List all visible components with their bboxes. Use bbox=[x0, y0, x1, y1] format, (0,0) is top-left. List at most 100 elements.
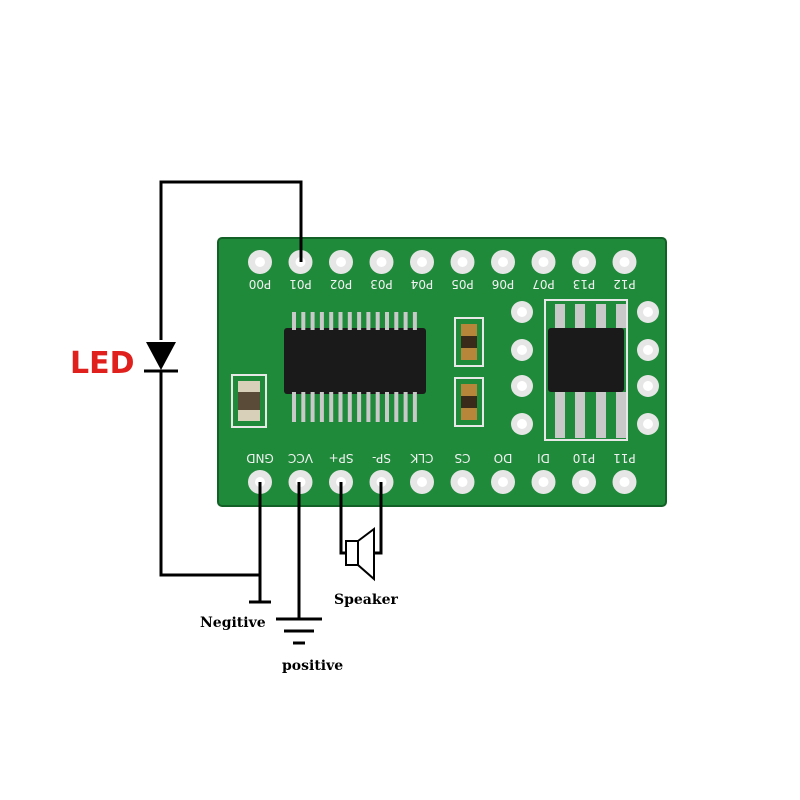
side-pin-holes bbox=[511, 301, 659, 435]
chip-leg bbox=[292, 392, 296, 422]
pin-label: P11 bbox=[613, 451, 636, 465]
side-pin-hole bbox=[517, 345, 527, 355]
wires bbox=[159, 180, 383, 618]
pin-hole bbox=[417, 257, 427, 267]
chip-leg bbox=[412, 392, 417, 422]
chip-leg bbox=[338, 392, 343, 422]
chip-leg bbox=[329, 312, 334, 330]
chip-leg bbox=[394, 392, 399, 422]
eeprom-leg bbox=[575, 392, 585, 438]
chip-leg bbox=[347, 392, 352, 422]
chip-leg bbox=[301, 392, 306, 422]
pin-hole bbox=[619, 257, 630, 267]
chip-leg bbox=[357, 392, 362, 422]
eeprom-chip-legs bbox=[555, 304, 626, 438]
smd-capacitor-bottom bbox=[454, 377, 484, 427]
chip-leg bbox=[310, 392, 315, 422]
pin-hole bbox=[538, 477, 549, 487]
pin-label: P10 bbox=[573, 451, 596, 465]
pin-hole bbox=[417, 477, 427, 487]
chip-leg bbox=[329, 392, 334, 422]
side-pin-hole bbox=[643, 381, 653, 391]
pin-label: SP- bbox=[372, 451, 391, 465]
pin-hole bbox=[498, 477, 508, 487]
side-pin-hole bbox=[643, 307, 653, 317]
pin-label: P13 bbox=[573, 277, 596, 291]
pin-hole bbox=[619, 477, 630, 487]
pin-label: P02 bbox=[330, 277, 353, 291]
pin-label: P12 bbox=[613, 277, 636, 291]
chip-leg bbox=[310, 312, 315, 330]
pin-label: P01 bbox=[289, 277, 312, 291]
pin-label: P03 bbox=[370, 277, 393, 291]
smd-resistor-left bbox=[231, 374, 267, 428]
pin-hole bbox=[498, 257, 508, 267]
pin-label: DO bbox=[494, 451, 513, 465]
main-chip-bottom-legs bbox=[292, 392, 417, 422]
pin-label: DI bbox=[537, 451, 550, 465]
negative-label: Negitive bbox=[200, 615, 266, 631]
pin-label: GND bbox=[246, 451, 274, 465]
pin-label: CLK bbox=[409, 451, 433, 465]
eeprom-leg bbox=[596, 304, 606, 328]
eeprom-chip bbox=[544, 299, 628, 441]
eeprom-leg bbox=[555, 304, 565, 328]
pin-hole bbox=[538, 257, 549, 267]
main-chip bbox=[284, 312, 426, 422]
positive-label: positive bbox=[282, 658, 343, 674]
pin-label: CS bbox=[455, 451, 471, 465]
speaker-icon bbox=[345, 527, 375, 582]
pin-label: P04 bbox=[411, 277, 434, 291]
ground-icon bbox=[276, 617, 322, 645]
chip-leg bbox=[403, 392, 408, 422]
pin-hole bbox=[376, 257, 387, 267]
main-chip-top-legs bbox=[292, 312, 417, 330]
chip-leg bbox=[366, 392, 371, 422]
chip-leg bbox=[319, 312, 324, 330]
chip-leg bbox=[385, 312, 389, 330]
side-pin-hole bbox=[517, 307, 527, 317]
wire-led-to-gnd bbox=[159, 372, 260, 577]
pin-label: P06 bbox=[492, 277, 515, 291]
pin-label: SP+ bbox=[329, 451, 354, 465]
pin-hole bbox=[579, 257, 589, 267]
side-pin-hole bbox=[643, 345, 653, 355]
eeprom-leg bbox=[596, 392, 606, 438]
pin-hole bbox=[336, 257, 346, 267]
side-pin-hole bbox=[517, 381, 527, 391]
eeprom-chip-body bbox=[548, 328, 624, 392]
eeprom-leg bbox=[555, 392, 565, 438]
chip-leg bbox=[292, 312, 296, 330]
eeprom-leg bbox=[616, 304, 626, 328]
wire-p01-to-led bbox=[159, 180, 303, 340]
pin-label: VCC bbox=[288, 451, 313, 465]
chip-leg bbox=[375, 312, 380, 330]
chip-leg bbox=[319, 392, 324, 422]
chip-leg bbox=[403, 312, 408, 330]
chip-leg bbox=[366, 312, 371, 330]
chip-leg bbox=[357, 312, 362, 330]
chip-leg bbox=[394, 312, 399, 330]
side-pin-hole bbox=[643, 419, 653, 429]
smd-capacitor-top bbox=[454, 317, 484, 367]
pin-hole bbox=[579, 477, 589, 487]
eeprom-leg bbox=[575, 304, 585, 328]
diode-icon bbox=[144, 342, 178, 373]
chip-leg bbox=[347, 312, 352, 330]
pin-label: P00 bbox=[249, 277, 272, 291]
chip-leg bbox=[301, 312, 306, 330]
pin-hole bbox=[457, 477, 468, 487]
bottom-pin-row: GND VCC SP+ SP- CLK CS DO DI P10 P11 bbox=[246, 451, 637, 494]
pin-label: P07 bbox=[532, 277, 555, 291]
pin-hole bbox=[255, 257, 265, 267]
led-label: LED bbox=[70, 346, 135, 381]
chip-leg bbox=[412, 312, 417, 330]
pin-hole bbox=[457, 257, 468, 267]
chip-leg bbox=[375, 392, 380, 422]
chip-leg bbox=[385, 392, 389, 422]
speaker-label: Speaker bbox=[334, 592, 398, 608]
main-chip-body bbox=[284, 328, 426, 394]
